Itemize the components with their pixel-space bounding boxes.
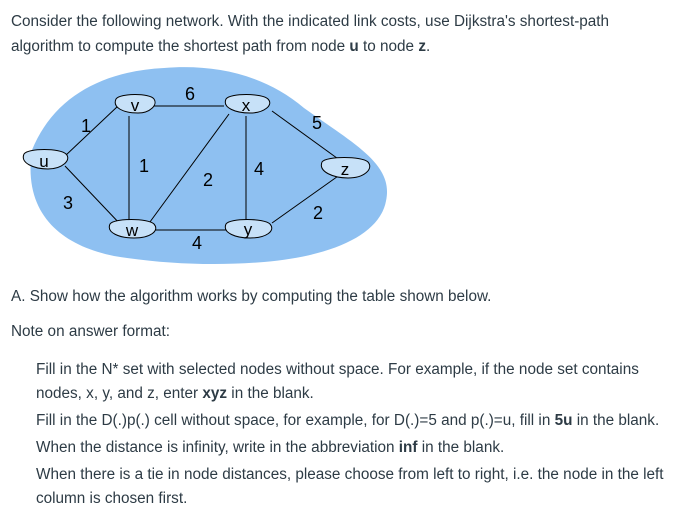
intro-text-1: Consider the following network. With the… — [11, 13, 610, 55]
cost-u-v: 1 — [81, 116, 91, 136]
cost-x-y: 4 — [254, 159, 264, 179]
instruction-tie: When there is a tie in node distances, p… — [36, 466, 664, 507]
node-x: x — [224, 94, 271, 115]
instruction-cell-format: Fill in the D(.)p(.) cell without space,… — [36, 412, 660, 429]
network-diagram: v x u z w y 1 6 5 1 2 4 3 4 2 — [22, 67, 388, 264]
example-5u: 5u — [554, 412, 573, 429]
example-xyz: xyz — [202, 385, 228, 402]
cost-y-z: 2 — [313, 203, 323, 223]
destination-node: z — [418, 37, 426, 55]
edge-u-w — [64, 165, 123, 227]
cost-v-w: 1 — [139, 156, 149, 176]
cost-w-y: 4 — [192, 233, 202, 253]
node-u-label: u — [39, 152, 48, 171]
node-x-label: x — [242, 96, 251, 115]
cost-u-w: 3 — [63, 193, 73, 213]
node-z: z — [320, 157, 371, 179]
node-y-label: y — [244, 220, 253, 239]
network-cloud — [30, 67, 388, 264]
node-y: y — [224, 219, 273, 239]
note-title: Note on answer format: — [11, 323, 170, 340]
edge-x-z — [271, 110, 342, 162]
format-instructions: Fill in the N* set with selected nodes w… — [36, 358, 668, 514]
instruction-node-set: Fill in the N* set with selected nodes w… — [36, 361, 639, 402]
intro-text-3: . — [425, 37, 431, 55]
node-v-label: v — [131, 96, 140, 115]
edge-w-x — [146, 113, 230, 227]
node-z-label: z — [341, 160, 350, 179]
node-w: w — [108, 219, 157, 240]
edge-u-v — [64, 105, 119, 157]
cost-w-x: 2 — [203, 170, 213, 190]
cost-x-z: 5 — [312, 113, 322, 133]
cost-v-x: 6 — [185, 84, 195, 104]
node-w-label: w — [125, 221, 139, 240]
part-a-prompt: A. Show how the algorithm works by compu… — [11, 288, 492, 305]
instruction-infinity: When the distance is infinity, write in … — [36, 439, 505, 456]
example-inf: inf — [398, 439, 418, 456]
node-v: v — [114, 94, 156, 115]
node-u: u — [22, 149, 69, 171]
edge-y-z — [271, 173, 342, 224]
source-node: u — [349, 37, 359, 55]
intro-text-2: to node — [358, 37, 419, 55]
question-intro: Consider the following network. With the… — [11, 10, 667, 59]
